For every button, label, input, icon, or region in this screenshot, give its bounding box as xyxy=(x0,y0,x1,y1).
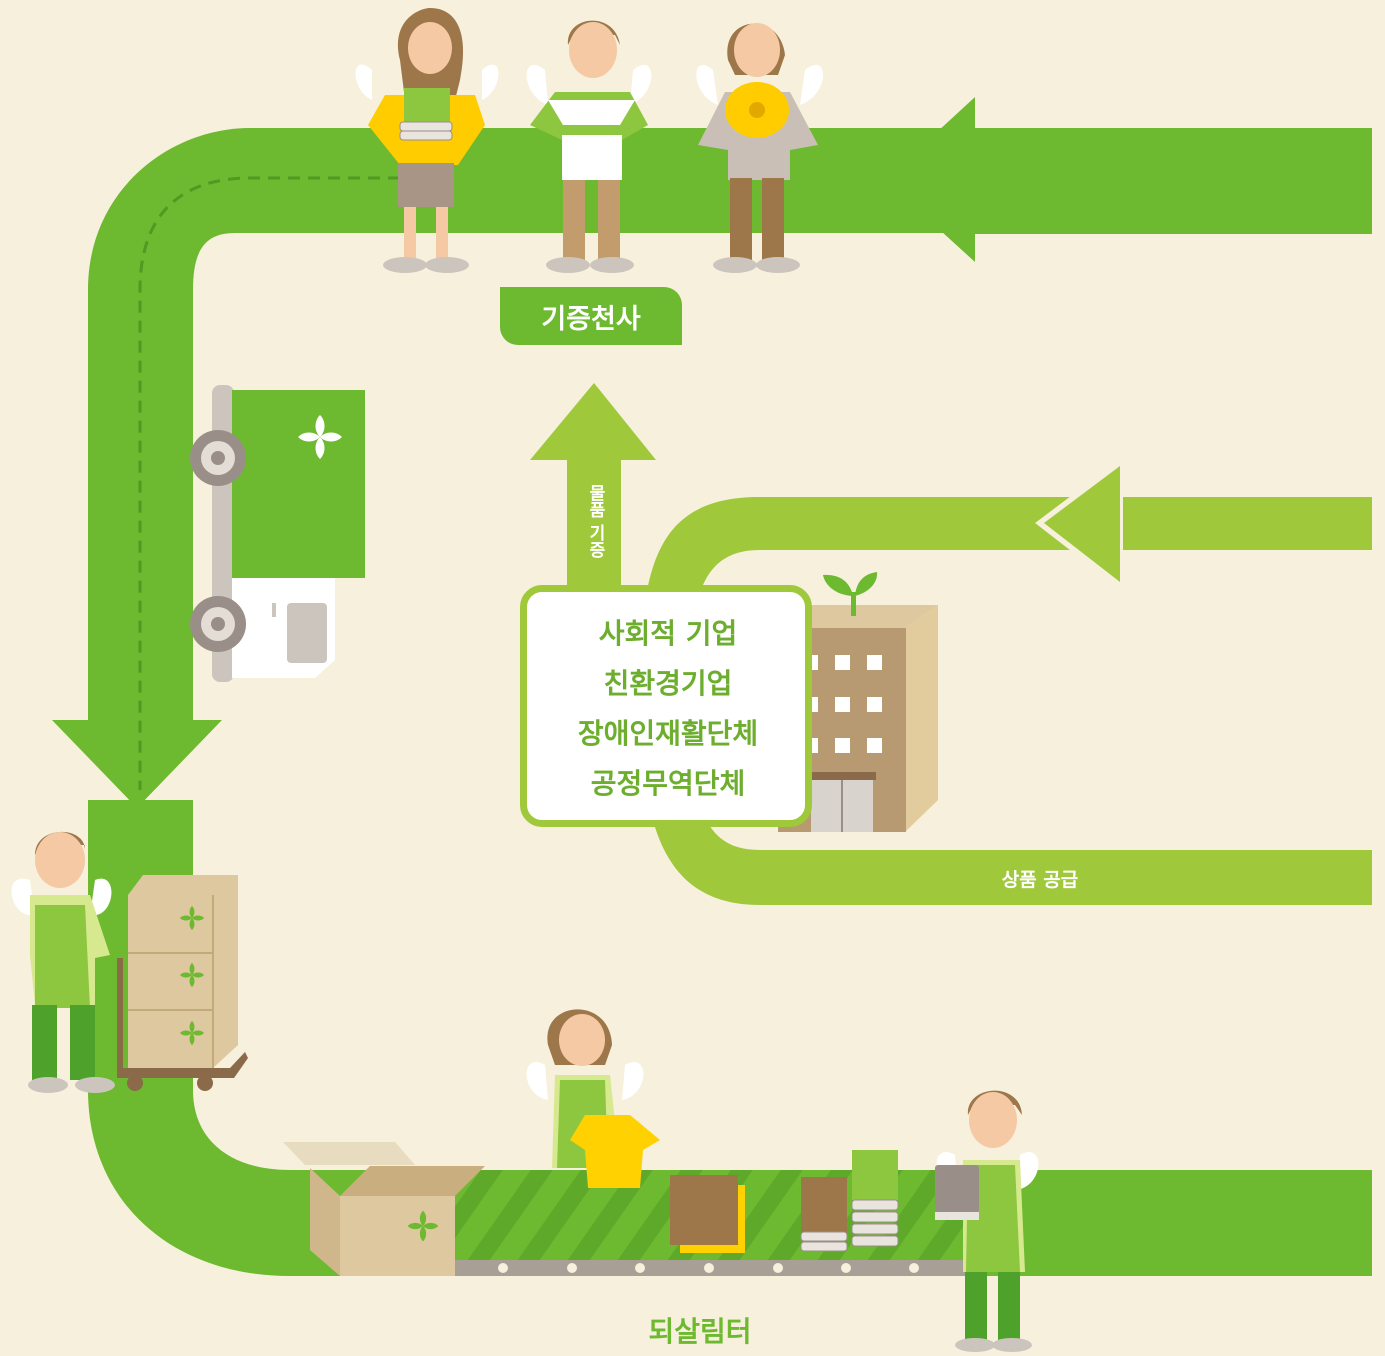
supply-flow-arrow xyxy=(640,457,1372,905)
sprout-icon xyxy=(823,572,878,616)
folded-clothes xyxy=(670,1175,745,1253)
book-stack-2 xyxy=(851,1150,899,1247)
open-box-icon xyxy=(283,1142,485,1276)
donor-angel-3 xyxy=(696,23,824,273)
organization-social-enterprise: 사회적 기업 xyxy=(598,617,738,650)
delivery-truck-icon xyxy=(190,385,365,682)
organization-box xyxy=(520,585,812,827)
organization-disability-rehab: 장애인재활단체 xyxy=(577,717,759,750)
organization-eco-company: 친환경기업 xyxy=(603,667,733,700)
donation-arrow xyxy=(530,383,656,590)
supply-label: 상품 공급 xyxy=(1001,869,1079,891)
book-stack-1 xyxy=(800,1177,848,1252)
center-label: 되살림터 xyxy=(648,1315,752,1348)
donation-label: 물품 기증 xyxy=(585,484,605,558)
box-icon xyxy=(128,875,238,1068)
donor-label: 기증천사 xyxy=(500,287,682,345)
donor-angel-1 xyxy=(355,8,499,273)
worker-with-cart xyxy=(11,831,248,1093)
worker-sorting-clothes xyxy=(526,1009,660,1188)
organization-list: 사회적 기업 친환경기업 장애인재활단체 공정무역단체 xyxy=(548,612,788,806)
organization-fair-trade: 공정무역단체 xyxy=(590,767,746,800)
hand-cart-icon xyxy=(117,958,248,1091)
worker-with-tablet xyxy=(935,1090,1039,1352)
donor-angel-2 xyxy=(526,20,652,273)
